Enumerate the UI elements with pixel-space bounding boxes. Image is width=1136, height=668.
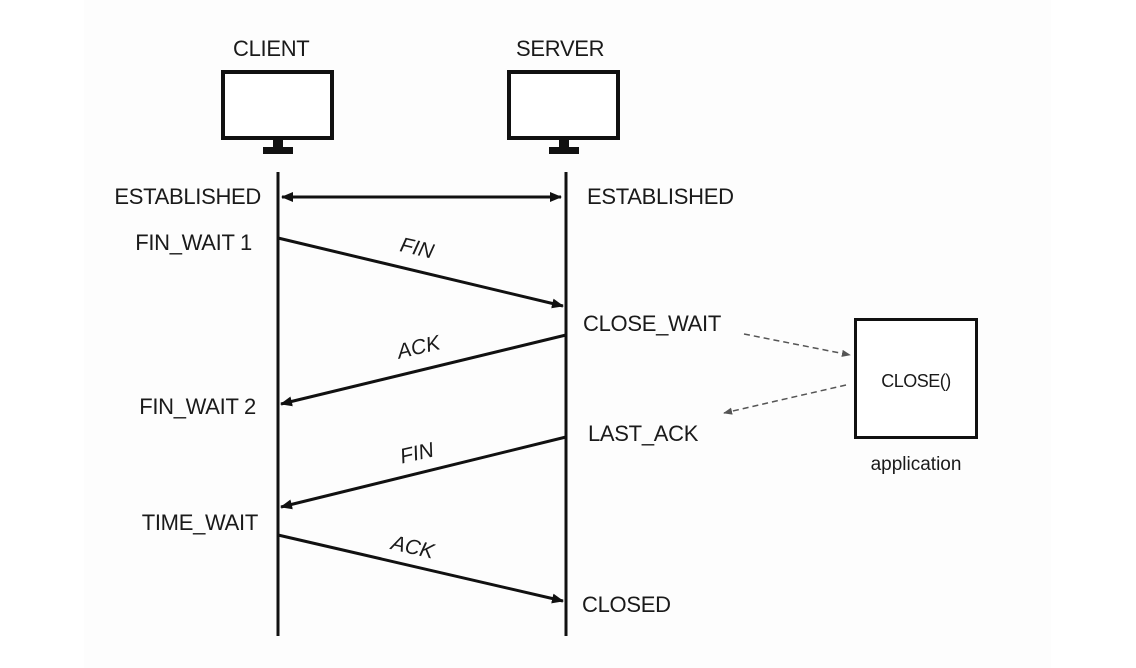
- fin-arrow-1: [277, 236, 564, 309]
- application-caption: application: [870, 454, 962, 475]
- server-host-label: SERVER: [516, 36, 605, 61]
- client-state-fin-wait-2: FIN_WAIT 2: [139, 394, 256, 419]
- close-call-label: CLOSE(): [881, 371, 951, 391]
- client-state-time-wait: TIME_WAIT: [141, 510, 259, 535]
- client-host-label: CLIENT: [233, 36, 310, 61]
- ack-arrow-1: [280, 333, 567, 407]
- fin-arrow-2: [280, 435, 567, 510]
- server-state-close-wait: CLOSE_WAIT: [583, 311, 721, 336]
- client-state-established: ESTABLISHED: [114, 184, 261, 209]
- server-monitor-icon: [507, 70, 620, 156]
- client-state-fin-wait-1: FIN_WAIT 1: [135, 230, 252, 255]
- last-ack-link: [723, 384, 847, 415]
- server-state-closed: CLOSED: [582, 592, 671, 617]
- client-monitor-icon: [221, 70, 334, 156]
- ack-arrow-2: [277, 533, 564, 604]
- server-state-last-ack: LAST_ACK: [588, 421, 699, 446]
- close-wait-link: [743, 333, 851, 357]
- server-state-established: ESTABLISHED: [587, 184, 734, 209]
- application-box: CLOSE(): [854, 318, 978, 439]
